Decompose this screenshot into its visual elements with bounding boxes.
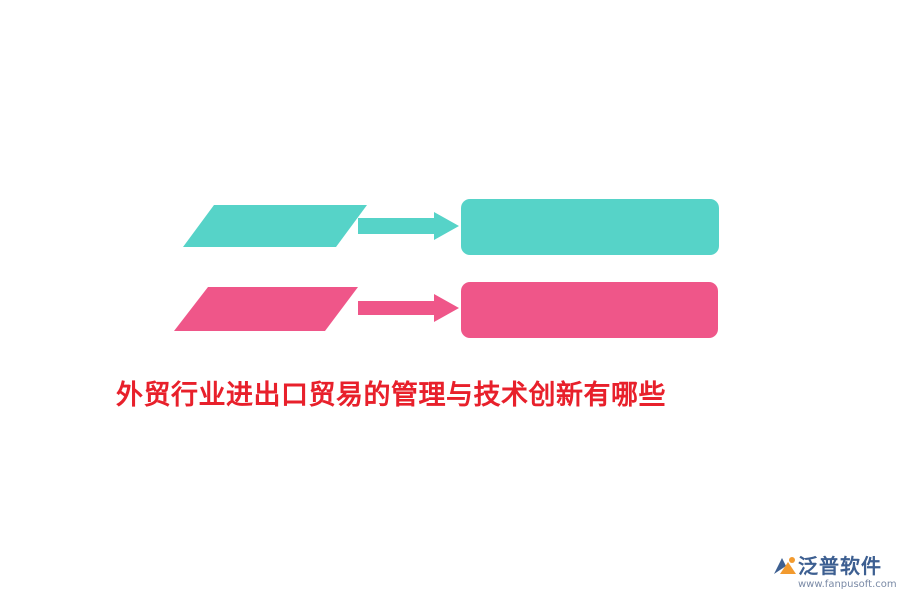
pink-rounded-box: [461, 282, 718, 338]
row-pink: [174, 282, 718, 338]
row-teal: [183, 199, 719, 255]
logo-name: 泛普软件: [798, 554, 882, 578]
brand-logo: 泛普软件 www.fanpusoft.com: [770, 552, 897, 596]
page-title: 外贸行业进出口贸易的管理与技术创新有哪些: [116, 380, 666, 411]
pink-parallelogram: [174, 287, 358, 331]
logo-url: www.fanpusoft.com: [798, 579, 897, 590]
teal-arrow-icon: [358, 212, 459, 240]
pink-arrow-icon: [358, 294, 459, 322]
teal-rounded-box: [461, 199, 719, 255]
teal-parallelogram: [183, 205, 367, 247]
fanpu-logo-icon: [774, 557, 796, 574]
